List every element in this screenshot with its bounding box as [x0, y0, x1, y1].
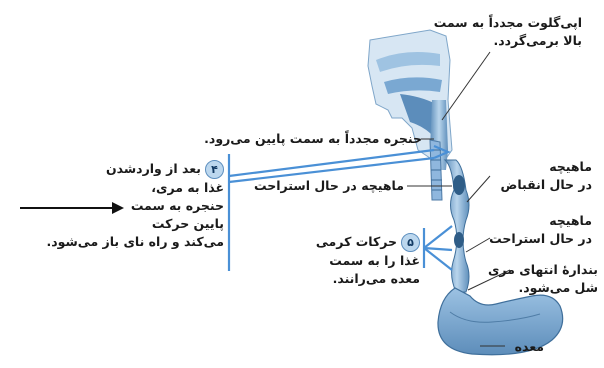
label-relaxed-muscle-mid: ماهیچه در حال استراحت [248, 177, 404, 195]
label-step4: ۴بعد از واردشدن غذا به مری، حنجره به سمت… [20, 160, 224, 251]
label-sphincter: بندارهٔ انتهای مری شل می‌شود. [482, 261, 598, 297]
label-larynx-down: حنجره مجدداً به سمت پایین می‌رود. [154, 130, 422, 148]
food-bolus-lower [454, 232, 464, 248]
food-bolus [453, 175, 465, 195]
step5-connector [424, 226, 452, 270]
step4-badge: ۴ [205, 160, 224, 179]
label-contracting-muscle: ماهیچه در حال انقباض [486, 158, 592, 194]
label-epiglottis: اپی‌گلوت مجدداً به سمت بالا برمی‌گردد. [430, 14, 582, 50]
label-stomach: معده [508, 338, 544, 356]
label-relaxed-muscle-lower: ماهیچه در حال استراحت [486, 212, 592, 248]
step5-badge: ۵ [401, 233, 420, 252]
label-step5: ۵حرکات کرمی غذا را به سمت معده می‌رانند. [310, 233, 420, 288]
